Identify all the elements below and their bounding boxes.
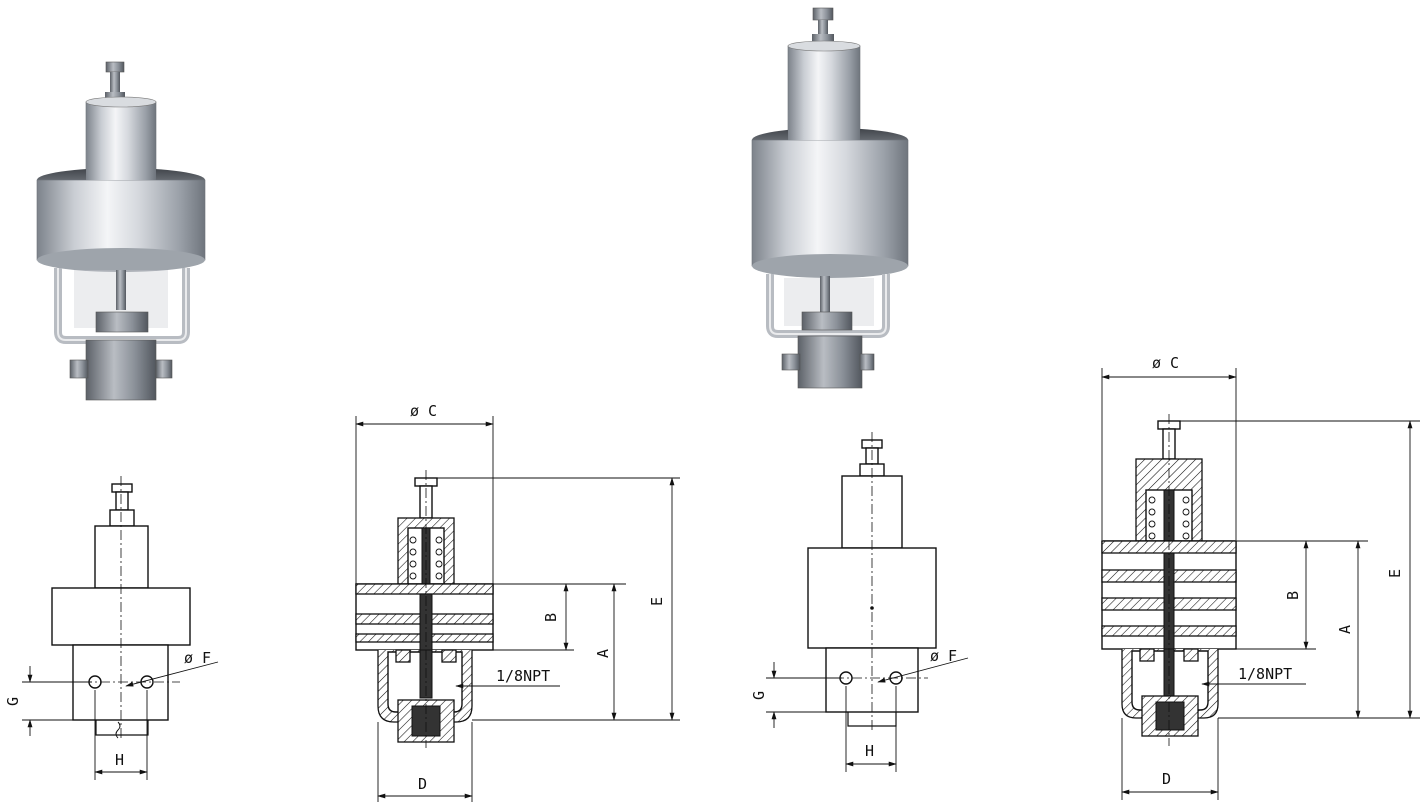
dim-label-D: D [418,775,427,793]
dim-label-D-2: D [1162,770,1171,788]
section-view-2: ø C E A [1101,354,1420,800]
dim-label-E: E [648,597,666,606]
section-view-1: ø C E A [355,402,680,802]
dim-label-B-2: B [1284,591,1302,600]
dim-label-C-2: ø C [1152,354,1179,372]
dim-label-F: ø F [184,649,211,667]
front-view-1: ø F G H [4,476,219,780]
dim-label-port-2: 1/8NPT [1238,665,1292,683]
dim-label-C: ø C [410,402,437,420]
valve-photo-large [751,7,909,389]
dim-label-A-2: A [1336,625,1354,634]
dim-label-port: 1/8NPT [496,667,550,685]
dim-label-G: G [4,697,22,706]
valve-photo-small [36,61,206,401]
dim-label-G-2: G [750,691,768,700]
front-view-2: ø F G H [750,432,969,772]
dim-label-B: B [542,613,560,622]
dim-label-A: A [594,649,612,658]
dim-label-H: H [115,751,124,769]
dim-label-H-2: H [865,742,874,760]
dim-label-E-2: E [1386,569,1404,578]
dim-label-F-2: ø F [930,647,957,665]
